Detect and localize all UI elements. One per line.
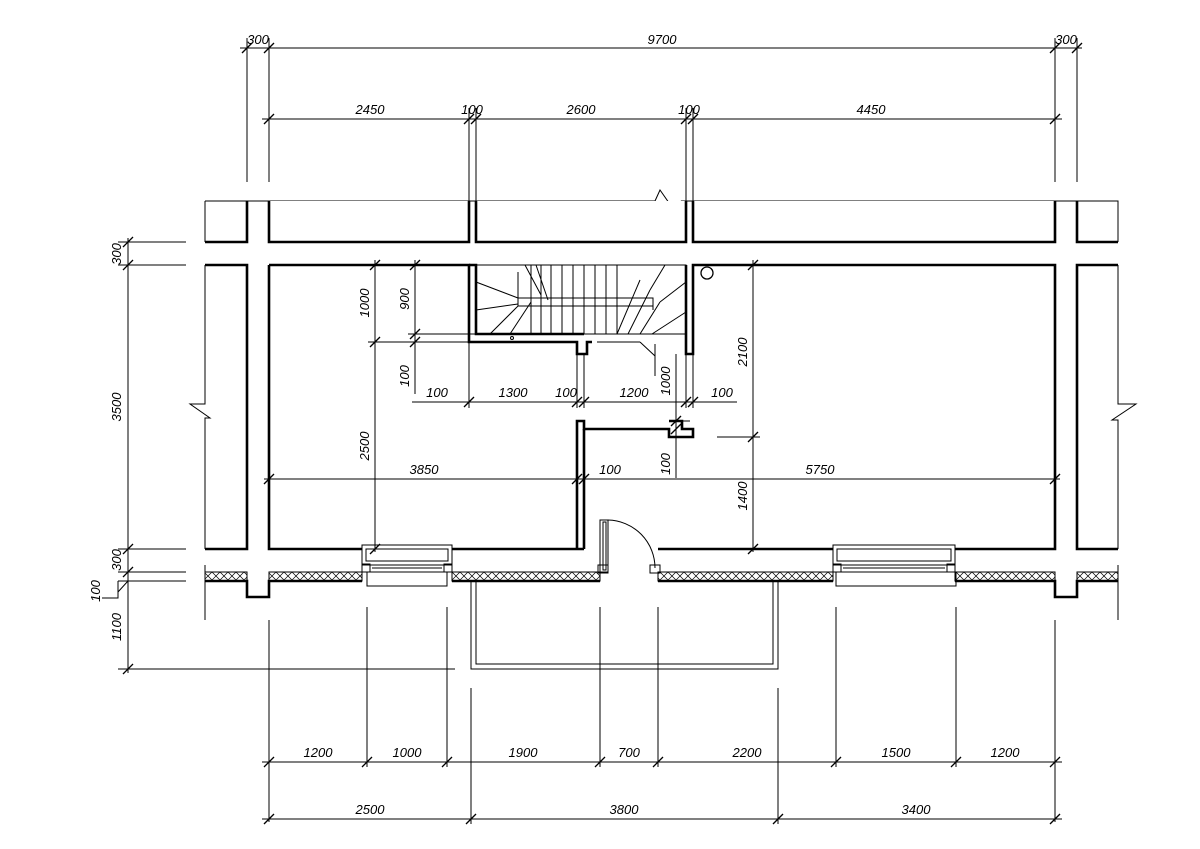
dim-room-5750: 5750: [806, 462, 836, 477]
dim-right-1400: 1400: [735, 481, 750, 511]
bottom-wall-band: [204, 565, 1119, 620]
bottom-dimension-row-2: 2500 3800 3400: [262, 688, 1062, 825]
dim-bottom-1900: 1900: [509, 745, 539, 760]
dim-bottom-700: 700: [618, 745, 640, 760]
porch: [470, 581, 779, 670]
dim-top-9700: 9700: [648, 32, 678, 47]
dim-bottom-1000: 1000: [393, 745, 423, 760]
dim-stair-1000: 1000: [357, 288, 372, 318]
dim-left-300-bottom: 300: [109, 548, 124, 570]
staircase: [475, 264, 714, 376]
dim-bottom-3800: 3800: [610, 802, 640, 817]
dim-row-1200: 1200: [620, 385, 650, 400]
dim-left-300-top: 300: [109, 242, 124, 264]
dim-row-100-c: 100: [711, 385, 733, 400]
dim-top-100-a: 100: [461, 102, 483, 117]
dim-corridor-100-v: 100: [658, 452, 673, 474]
dim-room-2500: 2500: [357, 431, 372, 462]
dim-top-4450: 4450: [857, 102, 887, 117]
dim-stair-100: 100: [397, 364, 412, 386]
left-dimension-column: 300 3500 300 100 1100: [88, 236, 1138, 675]
top-dimension-row-2: 2450 100 2600 100 4450: [262, 102, 1062, 242]
dim-bottom-2500: 2500: [355, 802, 386, 817]
top-dimension-row-1: 300 9700 300: [240, 32, 1083, 182]
dim-left-3500: 3500: [109, 392, 124, 422]
main-walls: [205, 263, 1118, 551]
dim-top-2450: 2450: [355, 102, 386, 117]
upper-band: [204, 188, 1119, 244]
dim-left-1100: 1100: [109, 612, 124, 641]
dim-left-100: 100: [88, 579, 103, 601]
dim-row-100-a: 100: [426, 385, 448, 400]
dim-corridor-1000: 1000: [658, 366, 673, 396]
dim-bottom-3400: 3400: [902, 802, 932, 817]
bottom-dimension-row-1: 1200 1000 1900 700 2200 1500 1200: [262, 607, 1062, 822]
dim-bottom-1200-left: 1200: [304, 745, 334, 760]
dim-bottom-1500: 1500: [882, 745, 912, 760]
dim-stair-900: 900: [397, 287, 412, 309]
entrance-door: [597, 519, 661, 574]
dim-row-100-b: 100: [555, 385, 577, 400]
dim-top-300-left: 300: [247, 32, 269, 47]
dim-top-300-right: 300: [1055, 32, 1077, 47]
dim-right-2100: 2100: [735, 337, 750, 368]
dim-room-3850: 3850: [410, 462, 440, 477]
window-left: [361, 544, 453, 587]
dim-top-100-b: 100: [678, 102, 700, 117]
dim-top-2600: 2600: [566, 102, 597, 117]
dim-bottom-2200: 2200: [732, 745, 763, 760]
dim-bottom-1200-right: 1200: [991, 745, 1021, 760]
dim-row-1300: 1300: [499, 385, 529, 400]
dim-mid-100-h: 100: [599, 462, 621, 477]
interior-dimensions: 1000 900 100 2500 100 1300 100 1200 100 …: [263, 259, 1061, 555]
window-right: [832, 544, 957, 587]
